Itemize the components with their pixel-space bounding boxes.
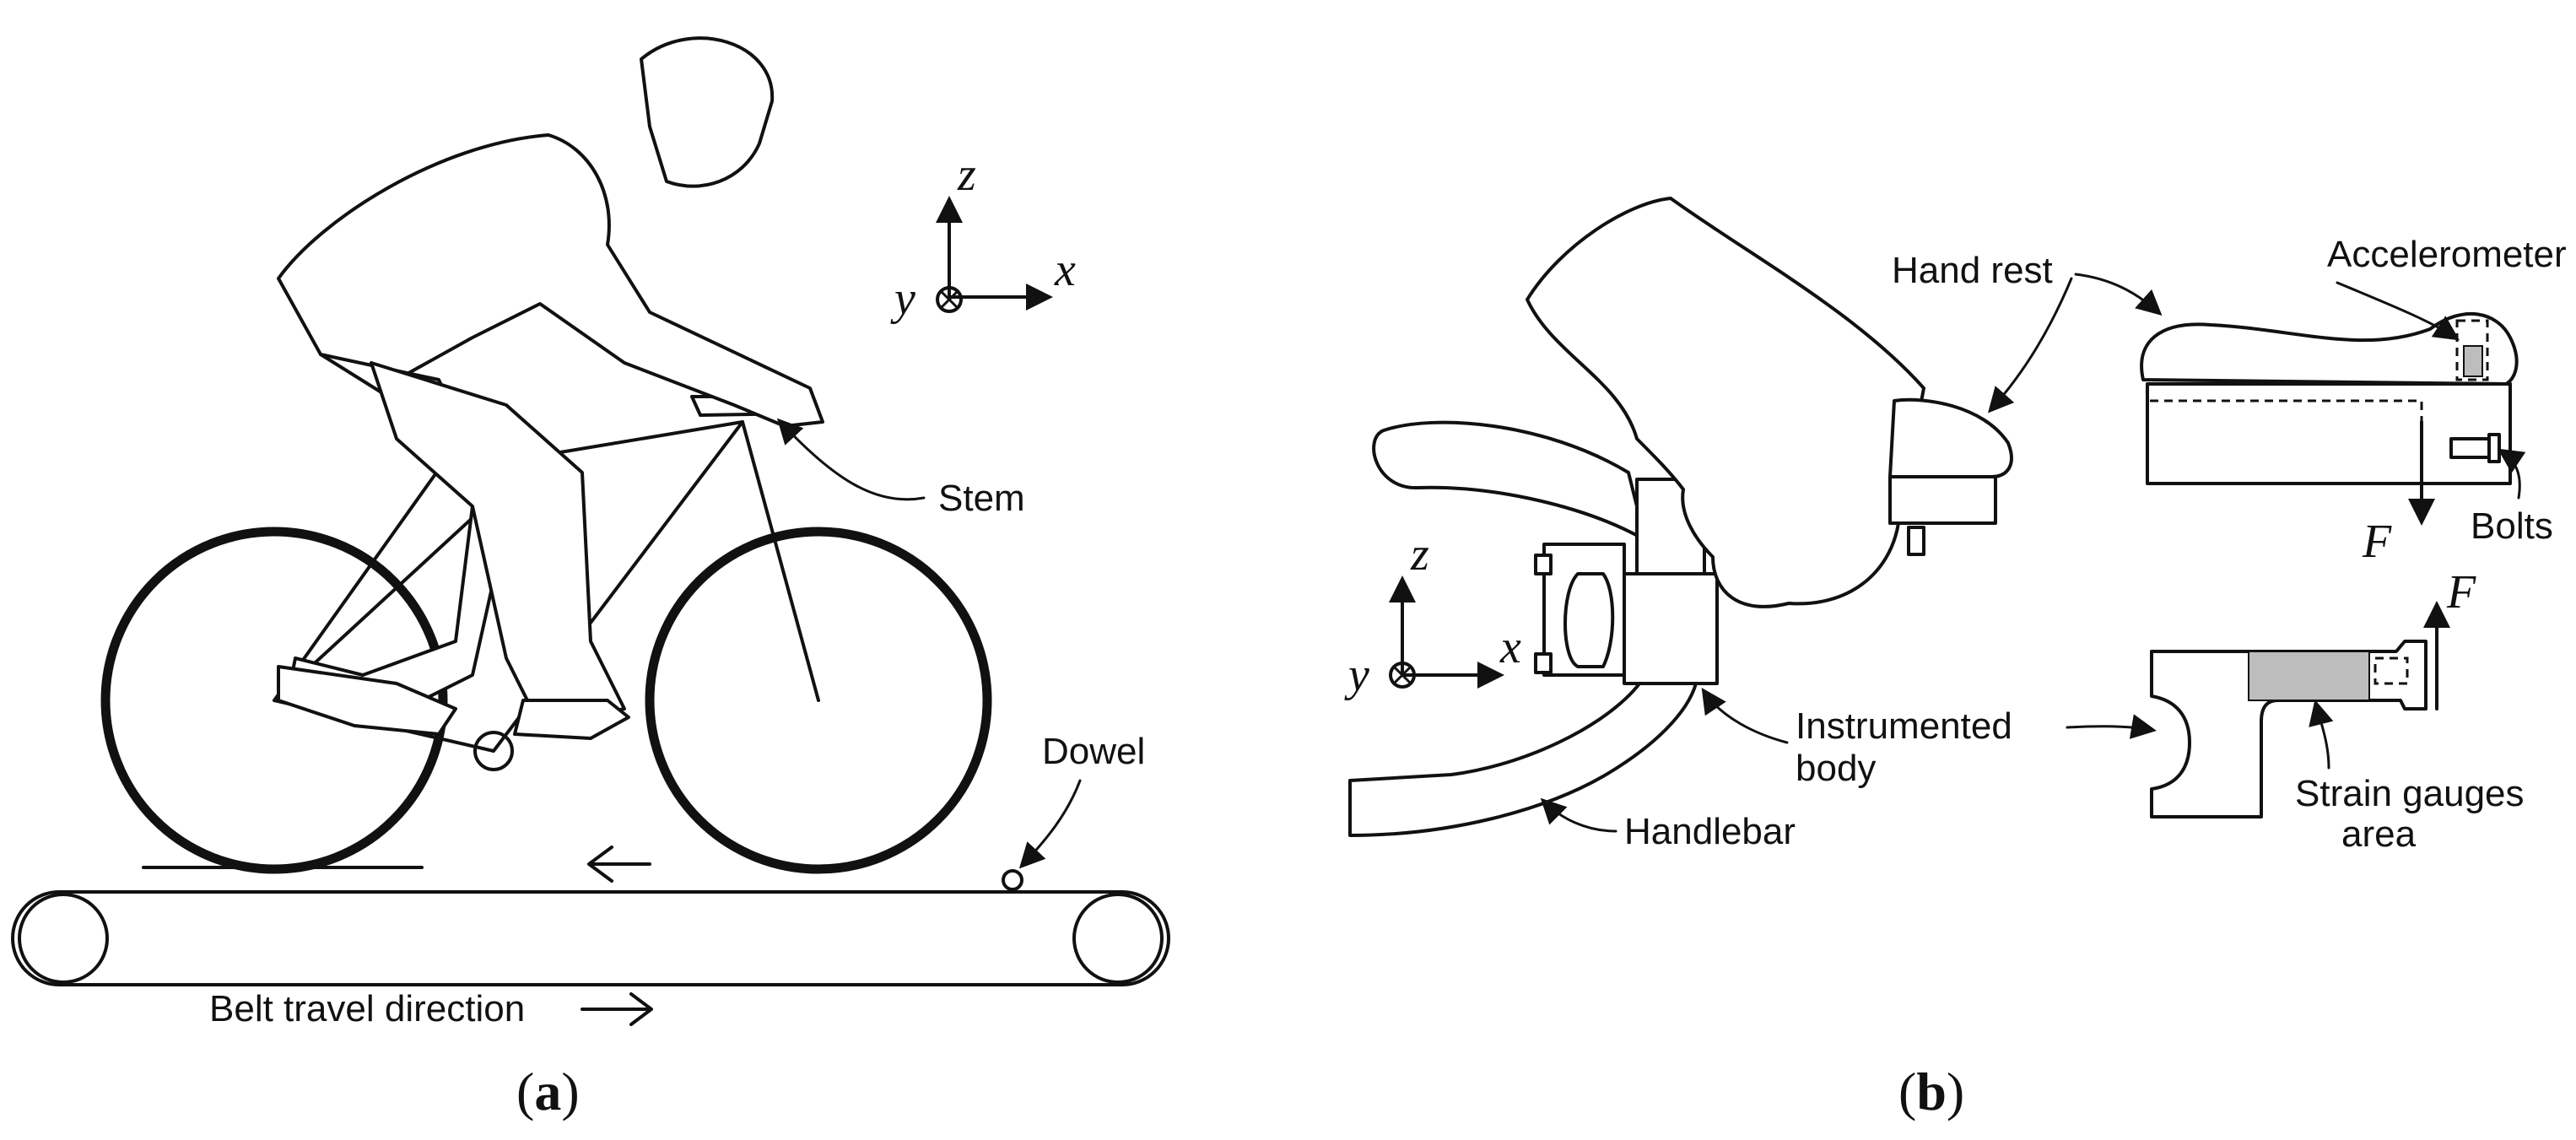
hand-rest-detail-pad	[2140, 311, 2519, 386]
strain-gauges-label-2: area	[2341, 813, 2417, 855]
treadmill-belt	[11, 890, 1170, 986]
clamp-right	[1623, 572, 1719, 685]
rider-shoe-left	[277, 665, 457, 736]
hand-drawing	[1526, 197, 1925, 608]
hand-rest-pointer-right	[2074, 273, 2163, 316]
clamp-bolt-top	[1534, 554, 1553, 575]
hand-rest-pad	[1888, 397, 2013, 478]
instrumented-body-label-2: body	[1796, 748, 1876, 789]
right-roller	[1072, 893, 1164, 984]
fork	[741, 420, 820, 702]
instrumented-body-label-1: Instrumented	[1796, 705, 2012, 747]
axis-z-b: z	[1410, 528, 1429, 581]
left-roller	[18, 893, 109, 984]
hand-rest-base	[1888, 475, 1997, 525]
caption-a: (a)	[516, 1062, 580, 1121]
hand-rest-bolt	[1907, 526, 1925, 556]
strain-gauges-pointer	[2309, 700, 2334, 770]
handlebar-tube-upper	[1372, 420, 1647, 542]
axis-x-a: x	[1054, 244, 1076, 296]
handlebar-tube-lower	[1348, 673, 1698, 837]
axes-a: z x y	[890, 149, 1076, 325]
left-arrow-icon	[587, 846, 651, 883]
rider	[277, 36, 824, 740]
into-page-icon-b	[1389, 662, 1416, 689]
force-label-top: F	[2362, 516, 2392, 568]
rider-torso	[277, 133, 824, 428]
axis-z-a: z	[957, 149, 976, 201]
caption-b: (b)	[1898, 1062, 1964, 1121]
panel-a: Stem Dowel Belt travel direction z x y (…	[11, 36, 1170, 1121]
body-detail	[2150, 640, 2427, 819]
clamp-bore	[1563, 572, 1615, 668]
strain-gauge-area	[2248, 651, 2370, 701]
dowel-marker	[1002, 869, 1023, 891]
force-label-bottom: F	[2446, 566, 2476, 619]
instrumented-body-detail-pointer	[2066, 714, 2157, 739]
instrumented-body-drawing	[1534, 478, 1719, 685]
strain-gauges-label-1: Strain gauges	[2295, 773, 2525, 814]
bolt-shank	[2449, 437, 2491, 459]
panel-b: Hand rest Accelerometer F Bolts	[1344, 197, 2567, 1121]
rider-shoe-right	[513, 699, 630, 740]
accelerometer-pointer	[2336, 281, 2460, 341]
hand-rest-label: Hand rest	[1892, 250, 2053, 291]
axis-y-a: y	[890, 273, 915, 325]
instrumented-body-pointer	[1701, 688, 1789, 744]
hand-rest-detail	[2140, 311, 2519, 485]
dowel-pointer	[1018, 779, 1082, 869]
bolts-label: Bolts	[2471, 505, 2553, 547]
hand-rest-detail-base	[2146, 382, 2512, 485]
front-wheel	[645, 527, 992, 874]
accelerometer-chip	[2463, 345, 2483, 377]
crank	[473, 731, 514, 771]
handlebar-pointer	[1540, 797, 1617, 833]
axes-b: z x y	[1344, 528, 1521, 701]
dowel-label: Dowel	[1042, 731, 1145, 772]
axis-x-b: x	[1499, 621, 1521, 673]
accelerometer-label: Accelerometer	[2327, 234, 2567, 275]
rider-helmet-head	[640, 36, 775, 188]
bolts-pointer	[2498, 448, 2526, 500]
right-arrow-icon	[581, 992, 653, 1026]
clamp-bolt-bottom	[1534, 652, 1553, 674]
stem-label: Stem	[938, 478, 1025, 519]
axis-y-b: y	[1344, 649, 1369, 701]
bolt-head	[2487, 433, 2501, 463]
handlebar-label: Handlebar	[1624, 811, 1796, 852]
rear-wheel	[100, 527, 448, 874]
belt-travel-label: Belt travel direction	[209, 988, 525, 1029]
caption-a-letter: a	[534, 1062, 561, 1121]
stem-pointer	[776, 418, 926, 501]
bolt-hole	[2373, 656, 2409, 685]
accelerometer-housing	[2455, 319, 2489, 381]
caption-b-letter: b	[1916, 1062, 1947, 1121]
hand-rest-pointer-left	[1988, 277, 2073, 413]
into-page-icon	[936, 286, 963, 313]
